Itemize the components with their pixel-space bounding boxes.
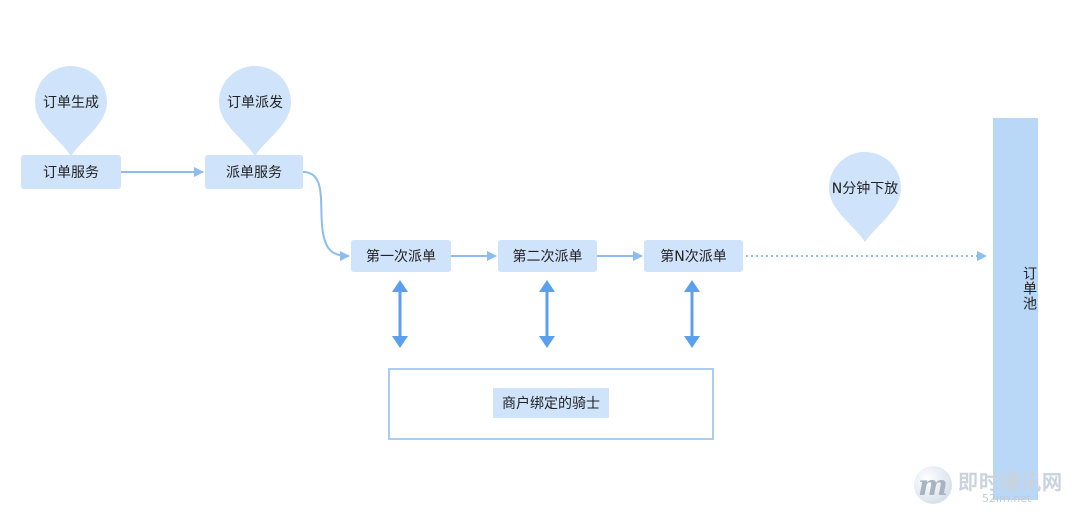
map-pin-icon [219,66,291,156]
merchant-riders-container: 商户绑定的骑士 [388,368,714,440]
map-pin-icon [35,66,107,156]
site-logo-icon: m [914,466,952,504]
marker-order-dispatch: 订单派发 [217,64,293,160]
node-nth-dispatch: 第N次派单 [644,240,743,272]
node-first-dispatch: 第一次派单 [351,240,451,272]
watermark-url: 52im.net [982,492,1032,505]
order-pool-column: 订单池 [993,118,1038,500]
double-arrow-nth-riders [684,280,700,348]
node-dispatch-service: 派单服务 [205,155,303,189]
node-second-dispatch: 第二次派单 [498,240,597,272]
node-merchant-riders: 商户绑定的骑士 [493,388,609,418]
double-arrow-first-riders [392,280,408,348]
marker-label: N分钟下放 [831,181,899,197]
marker-label: 订单生成 [43,95,99,111]
marker-n-minutes-release: N分钟下放 [827,150,903,246]
marker-order-generate: 订单生成 [33,64,109,160]
map-pin-icon [829,152,901,242]
double-arrow-second-riders [539,280,555,348]
watermark-site-name: 即时通讯网 [958,470,1063,494]
watermark: m 即时通讯网 52im.net [914,462,1074,508]
node-order-service: 订单服务 [21,155,121,189]
order-pool-label: 订单池 [1021,266,1037,311]
marker-label: 订单派发 [227,95,283,111]
arrow-dispatch-to-first [302,171,350,261]
